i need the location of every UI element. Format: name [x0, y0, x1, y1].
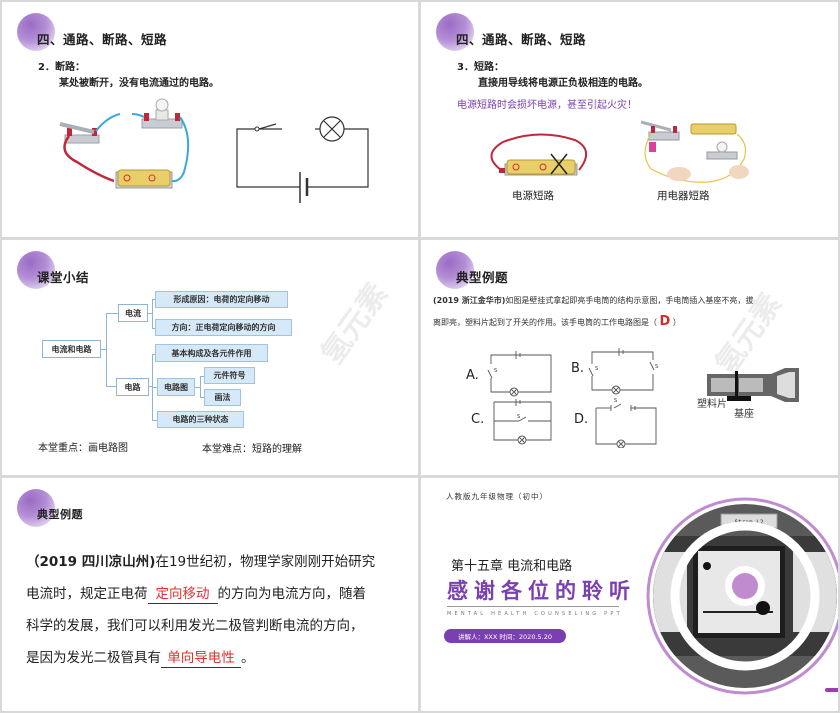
- svg-text:S: S: [517, 414, 520, 420]
- open-circuit-schematic: [236, 116, 369, 203]
- mindmap-branch-circuit: 电路: [116, 378, 149, 396]
- caption-appliance-short: 用电器短路: [657, 190, 710, 202]
- physical-open-circuit-illustration: [59, 98, 190, 189]
- option-b-label[interactable]: B.: [571, 361, 585, 376]
- option-d-label[interactable]: D.: [574, 412, 589, 427]
- option-c-label[interactable]: C.: [471, 412, 485, 427]
- question-line-2: 离即亮，塑料片起到了开关的作用。该手电筒的工作电路图是（ D ）: [433, 314, 681, 329]
- mindmap-branch-current: 电流: [118, 304, 148, 322]
- mindmap-circuit-diagram: 电路图: [157, 378, 195, 396]
- warning-text: 电源短路时会损坏电源，甚至引起火灾！: [457, 100, 637, 111]
- question-line-2: 电流时，规定正电荷定向移动的方向为电流方向，随着: [26, 585, 366, 604]
- question-line-3: 科学的发展，我们可以利用发光二极管判断电流的方向，: [26, 618, 364, 634]
- presenter-date-pill: 讲解人：XXX 时间：2020.5.20: [444, 629, 566, 643]
- slide-title: 四、通路、断路、短路: [456, 32, 587, 47]
- question-source: (2019 浙江金华市): [433, 296, 506, 305]
- appliance-short-circuit-illustration: [640, 120, 749, 183]
- mindmap-three-states: 电路的三种状态: [157, 411, 244, 428]
- mindmap-current-direction: 方向：正电荷定向移动的方向: [155, 319, 292, 336]
- course-label: 人教版九年级物理（初中）: [446, 492, 548, 501]
- svg-text:S: S: [595, 366, 598, 372]
- chapter-title: 第十五章 电流和电路: [451, 559, 573, 574]
- thank-you-heading: 感谢各位的聆听: [447, 579, 636, 603]
- slide-title: 典型例题: [456, 270, 509, 285]
- key-point-text: 本堂重点：画电路图: [38, 443, 128, 454]
- svg-text:S: S: [614, 398, 617, 404]
- slide-title: 课堂小结: [37, 270, 90, 285]
- mindmap-root: 电流和电路: [42, 340, 101, 358]
- slide-3-class-summary[interactable]: 课堂小结 氢元素 电流和电路 电流 形成原因：电荷的定向移动 方向：正电荷定向移…: [2, 240, 418, 475]
- slide-2-short-circuit[interactable]: 四、通路、断路、短路 3．短路： 直接用导线将电源正负极相连的电路。 电源短路时…: [421, 2, 838, 237]
- difficulty-text: 本堂难点：短路的理解: [202, 444, 302, 455]
- answer-letter: D: [659, 314, 671, 329]
- decorative-purple-circle: [17, 489, 55, 527]
- definition-text: 直接用导线将电源正负极相连的电路。: [478, 78, 648, 89]
- slide-1-open-circuit[interactable]: 四、通路、断路、短路 2．断路： 某处被断开，没有电流通过的电路。: [2, 2, 418, 237]
- definition-text: 某处被断开，没有电流通过的电路。: [59, 78, 219, 89]
- question-source: （2019 四川凉山州): [26, 554, 156, 570]
- mindmap-component-symbols: 元件符号: [204, 367, 255, 384]
- decorative-purple-circle: [17, 251, 55, 289]
- question-line-1: （2019 四川凉山州)在19世纪初，物理学家刚刚开始研究: [26, 554, 376, 570]
- meter-photo-circle-graphic: Strom L2: [646, 497, 838, 695]
- answer-blank-1[interactable]: 定向移动: [147, 585, 218, 604]
- slide-title: 四、通路、断路、短路: [37, 32, 168, 47]
- slide-4-example-question[interactable]: 典型例题 氢元素 (2019 浙江金华市)如图是壁挂式拿起即亮手电筒的结构示意图…: [421, 240, 838, 475]
- divider-line: [447, 606, 619, 607]
- circuit-option-diagrams: S S S S S: [487, 348, 658, 448]
- slide-6-thank-you[interactable]: 人教版九年级物理（初中） 第十五章 电流和电路 感谢各位的聆听 MENTAL H…: [421, 478, 838, 711]
- flashlight-structure-figure: [707, 368, 799, 402]
- mindmap-current-cause: 形成原因：电荷的定向移动: [155, 291, 288, 308]
- mindmap-circuit-components: 基本构成及各元件作用: [155, 344, 268, 362]
- battery-short-circuit-illustration: [490, 133, 587, 176]
- svg-text:S: S: [655, 364, 658, 370]
- svg-text:S: S: [494, 368, 497, 374]
- accent-bar: [825, 688, 838, 692]
- question-line-4: 是因为发光二极管具有单向导电性。: [26, 649, 255, 668]
- english-subtitle: MENTAL HEALTH COUNSELING PPT: [447, 611, 623, 617]
- option-a-label[interactable]: A.: [466, 368, 479, 383]
- question-line-1: (2019 浙江金华市)如图是壁挂式拿起即亮手电筒的结构示意图，手电筒插入基座不…: [433, 296, 754, 305]
- slide-5-fill-in-question[interactable]: 典型例题 （2019 四川凉山州)在19世纪初，物理学家刚刚开始研究 电流时，规…: [2, 478, 418, 711]
- caption-battery-short: 电源短路: [512, 190, 554, 202]
- answer-blank-2[interactable]: 单向导电性: [161, 649, 241, 668]
- label-base: 基座: [734, 409, 754, 420]
- decorative-purple-circle: [436, 251, 474, 289]
- decorative-purple-circle: [436, 13, 474, 51]
- subheading: 2．断路：: [38, 62, 85, 73]
- subheading: 3．短路：: [457, 62, 504, 73]
- decorative-purple-circle: [17, 13, 55, 51]
- slide-title: 典型例题: [37, 508, 83, 521]
- label-plastic-sheet: 塑料片: [697, 399, 727, 410]
- watermark-text: 氢元素: [314, 277, 396, 371]
- mindmap-drawing-method: 画法: [204, 389, 241, 406]
